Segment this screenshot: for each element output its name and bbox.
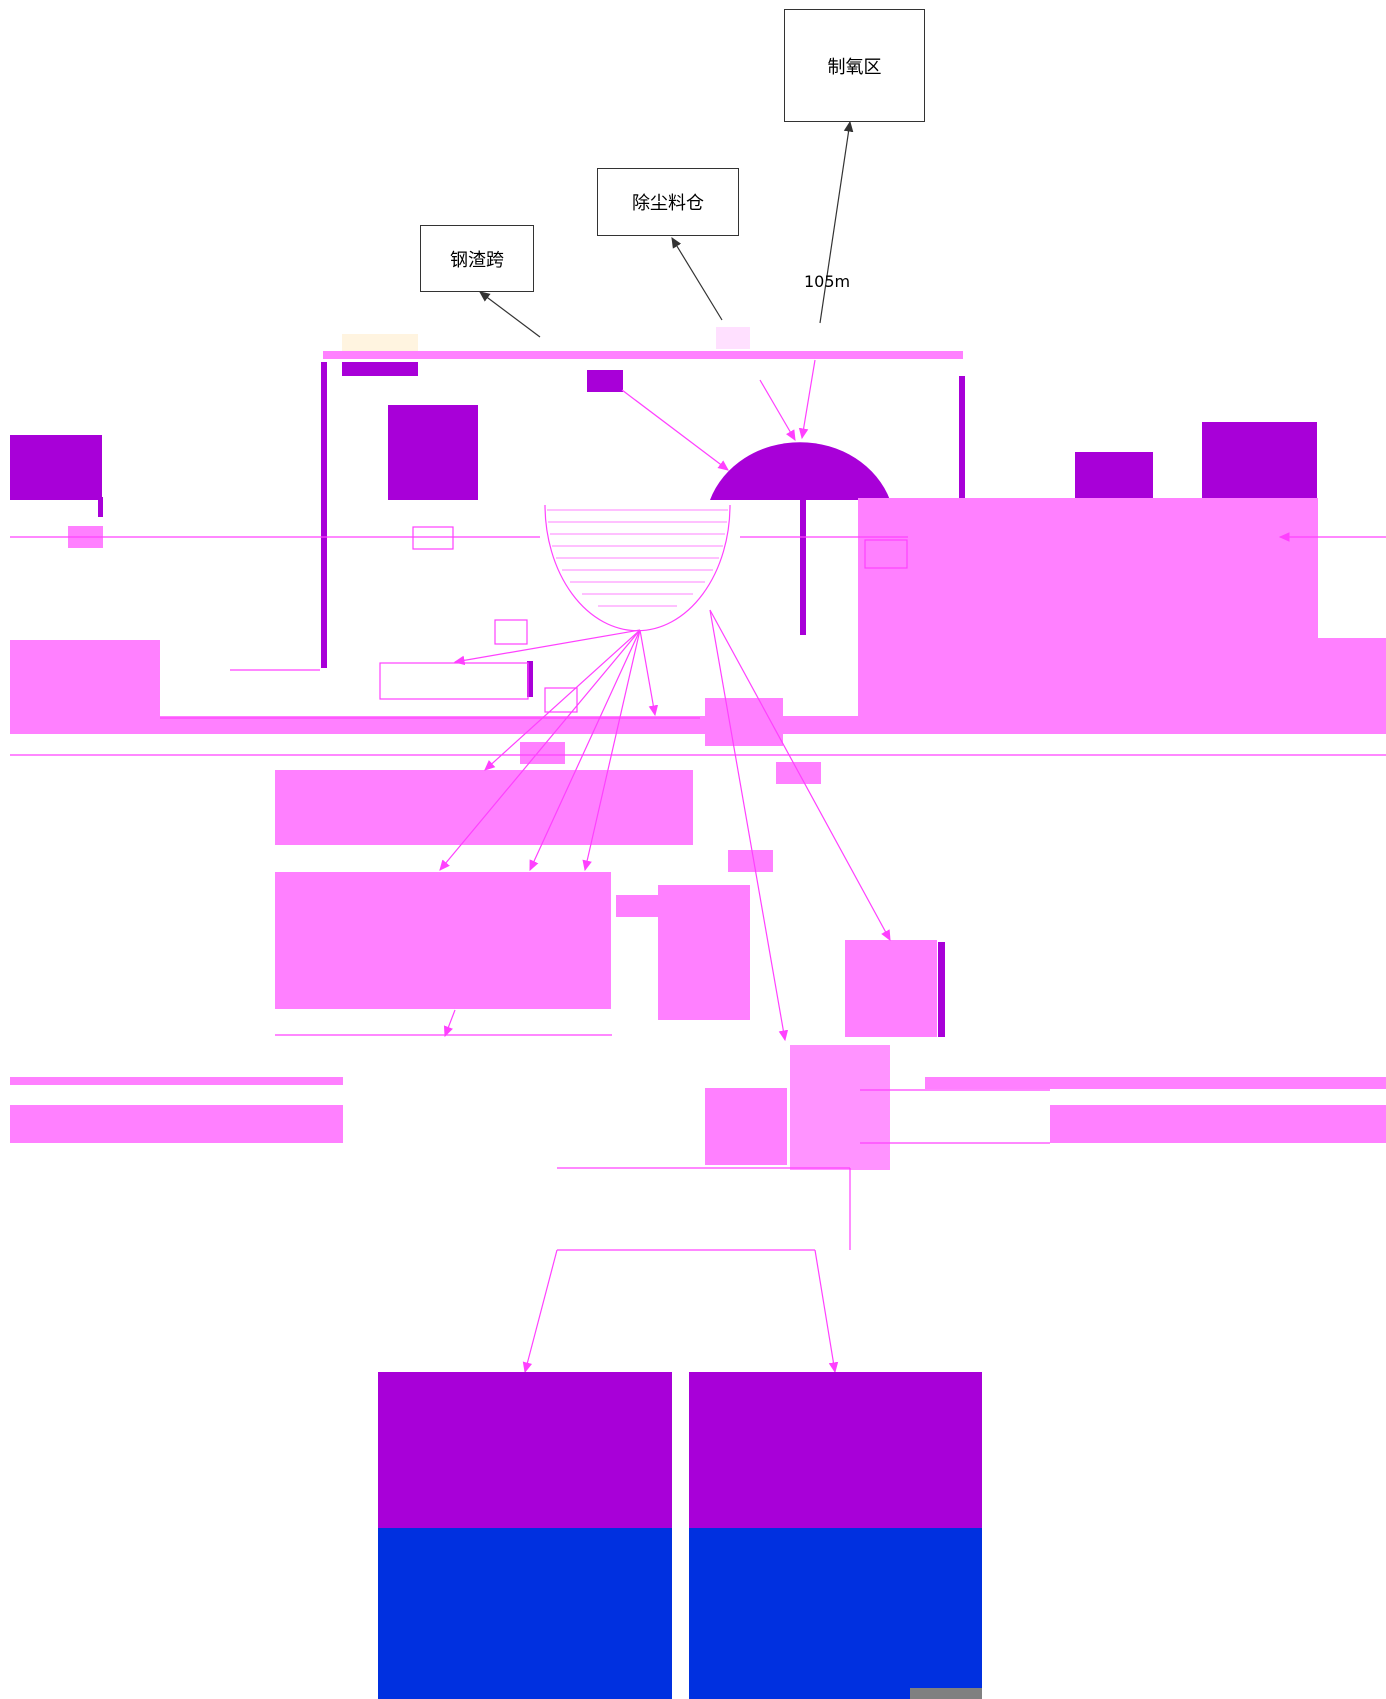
small-box-d bbox=[728, 850, 773, 872]
center-box-b bbox=[520, 742, 565, 764]
bottom-panel-left-purple bbox=[378, 1372, 672, 1528]
mid-block-right bbox=[845, 940, 937, 1037]
banner-wide bbox=[275, 770, 693, 845]
equipment-blocks bbox=[10, 405, 1317, 1037]
bottom-right-gray bbox=[910, 1688, 982, 1699]
small-top-block bbox=[587, 370, 623, 392]
ladle-circle bbox=[544, 504, 731, 632]
center-box-a bbox=[705, 698, 783, 746]
left-band-2 bbox=[10, 1105, 343, 1143]
right-wall bbox=[959, 376, 965, 501]
converter-dome bbox=[710, 442, 890, 500]
left-equipment-block bbox=[10, 435, 102, 500]
bottom-panel-right-blue bbox=[689, 1528, 982, 1699]
right-block-2 bbox=[1202, 422, 1317, 500]
slag-bay-box: 钢渣跨 bbox=[420, 225, 534, 292]
oxygen-zone-label: 制氧区 bbox=[827, 56, 882, 78]
magenta-zones bbox=[10, 498, 1386, 1170]
pointer-oxygen-zone bbox=[819, 120, 854, 324]
side-block-b bbox=[938, 942, 945, 1037]
conveyor-lines bbox=[10, 526, 1386, 1251]
horizontal-track bbox=[10, 716, 1386, 734]
right-band bbox=[925, 1077, 1386, 1089]
left-wall bbox=[321, 362, 327, 668]
mid-block-center bbox=[658, 885, 750, 1020]
mid-tab bbox=[616, 895, 660, 917]
pointer-dust-silo bbox=[671, 236, 723, 321]
center-stripe bbox=[790, 1045, 890, 1170]
top-left-block-purple bbox=[342, 362, 418, 376]
left-equipment-stem bbox=[98, 497, 103, 517]
right-band-2 bbox=[1050, 1105, 1386, 1143]
top-bar bbox=[323, 351, 963, 359]
left-band bbox=[10, 1077, 343, 1085]
center-wall bbox=[800, 500, 806, 635]
top-left-block bbox=[342, 334, 418, 351]
mid-block-left bbox=[275, 872, 611, 1009]
center-bottom-block bbox=[705, 1088, 787, 1165]
tower-block bbox=[388, 405, 478, 500]
label-pointers bbox=[479, 120, 854, 338]
right-sub-box bbox=[915, 560, 993, 622]
pointer-slag-bay bbox=[479, 291, 541, 338]
bottom-panel-left-blue bbox=[378, 1528, 672, 1699]
flow-arrows bbox=[439, 359, 1320, 1374]
slag-bay-label: 钢渣跨 bbox=[450, 249, 504, 271]
small-block-a bbox=[527, 661, 533, 697]
oxygen-zone-box: 制氧区 bbox=[784, 9, 925, 122]
distance-label: 105m bbox=[804, 272, 851, 291]
main-building-frame bbox=[321, 327, 965, 668]
bottom-panels bbox=[378, 1372, 982, 1699]
dust-silo-label: 除尘料仓 bbox=[632, 193, 704, 214]
right-block-1 bbox=[1075, 452, 1153, 500]
dust-silo-icon bbox=[716, 327, 750, 349]
dust-silo-box: 除尘料仓 bbox=[597, 168, 739, 236]
bottom-panel-right-purple bbox=[689, 1372, 982, 1528]
